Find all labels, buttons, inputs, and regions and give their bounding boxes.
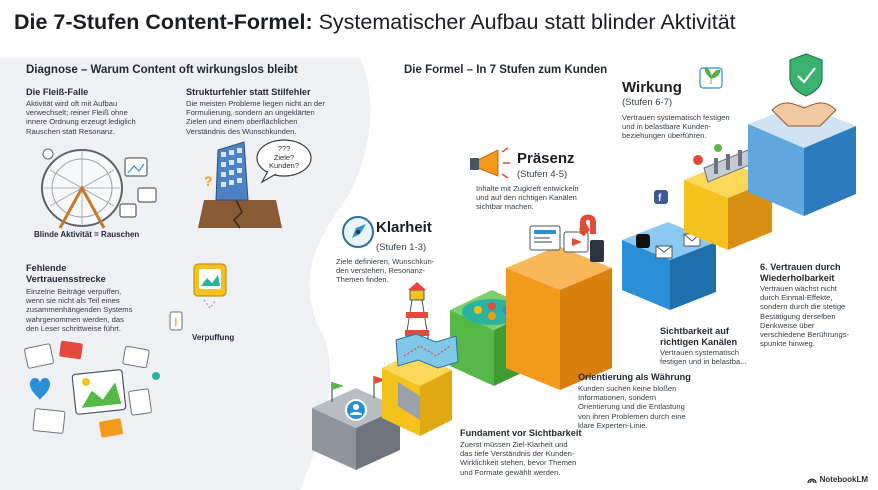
map-icon [395, 333, 459, 369]
scattered-content-icon [24, 340, 160, 438]
warning-note-icon: ! [169, 311, 183, 331]
step-1-block [312, 376, 400, 470]
wirkung-title: Wirkung [622, 79, 682, 96]
fundament-title: Fundament vor Sichtbarkeit [460, 428, 582, 438]
klarheit-title: Klarheit [376, 219, 432, 236]
image-card-icon [193, 263, 227, 309]
page-title: Die 7-Stufen Content-Formel: Systematisc… [14, 10, 736, 34]
vertrauen-caption: Verpuffung [192, 333, 235, 342]
growth-plant-icon [699, 67, 723, 89]
cracked-building-icon: ? ? [198, 141, 306, 229]
klarheit-stages: (Stufen 1-3) [376, 242, 427, 253]
wirkung-stages: (Stufen 6-7) [622, 97, 673, 108]
svg-text:!: ! [174, 317, 178, 329]
diagnose-heading: Diagnose – Warum Content oft wirkungslos… [26, 64, 298, 76]
hamster-wheel-icon [41, 148, 157, 229]
fleiss-caption: Blinde Aktivität = Rauschen [34, 230, 140, 239]
step-7-block [748, 53, 856, 216]
vertrauen-text: Einzelne Beiträge verpuffen,wenn sie nic… [26, 287, 133, 333]
struktur-title: Strukturfehler statt Stilfehler [186, 87, 311, 97]
compass-icon [342, 216, 374, 248]
fleiss-title: Die Fleiß-Falle [26, 87, 89, 97]
praesenz-stages: (Stufen 4-5) [517, 169, 568, 180]
svg-text:f: f [658, 193, 662, 204]
footer-brand: NotebookLM [806, 475, 868, 484]
praesenz-title: Präsenz [517, 150, 575, 167]
struktur-text: Die meisten Probleme liegen nicht an der… [186, 99, 325, 136]
svg-text:?: ? [204, 173, 213, 189]
megaphone-icon [470, 147, 510, 179]
question-bubble-icon [256, 139, 312, 184]
badge-dot [693, 155, 703, 165]
klarheit-text: Ziele definieren, Wunschkun-den verstehe… [336, 257, 435, 285]
magnet-icon [580, 214, 596, 234]
orientierung-title: Orientierung als Währung [578, 372, 691, 382]
step-4-block [506, 220, 612, 390]
question-bubble-text: ???Ziele?Kunden? [268, 144, 300, 170]
notebooklm-logo-icon [806, 478, 817, 483]
formel-heading: Die Formel – In 7 Stufen zum Kunden [404, 64, 608, 76]
